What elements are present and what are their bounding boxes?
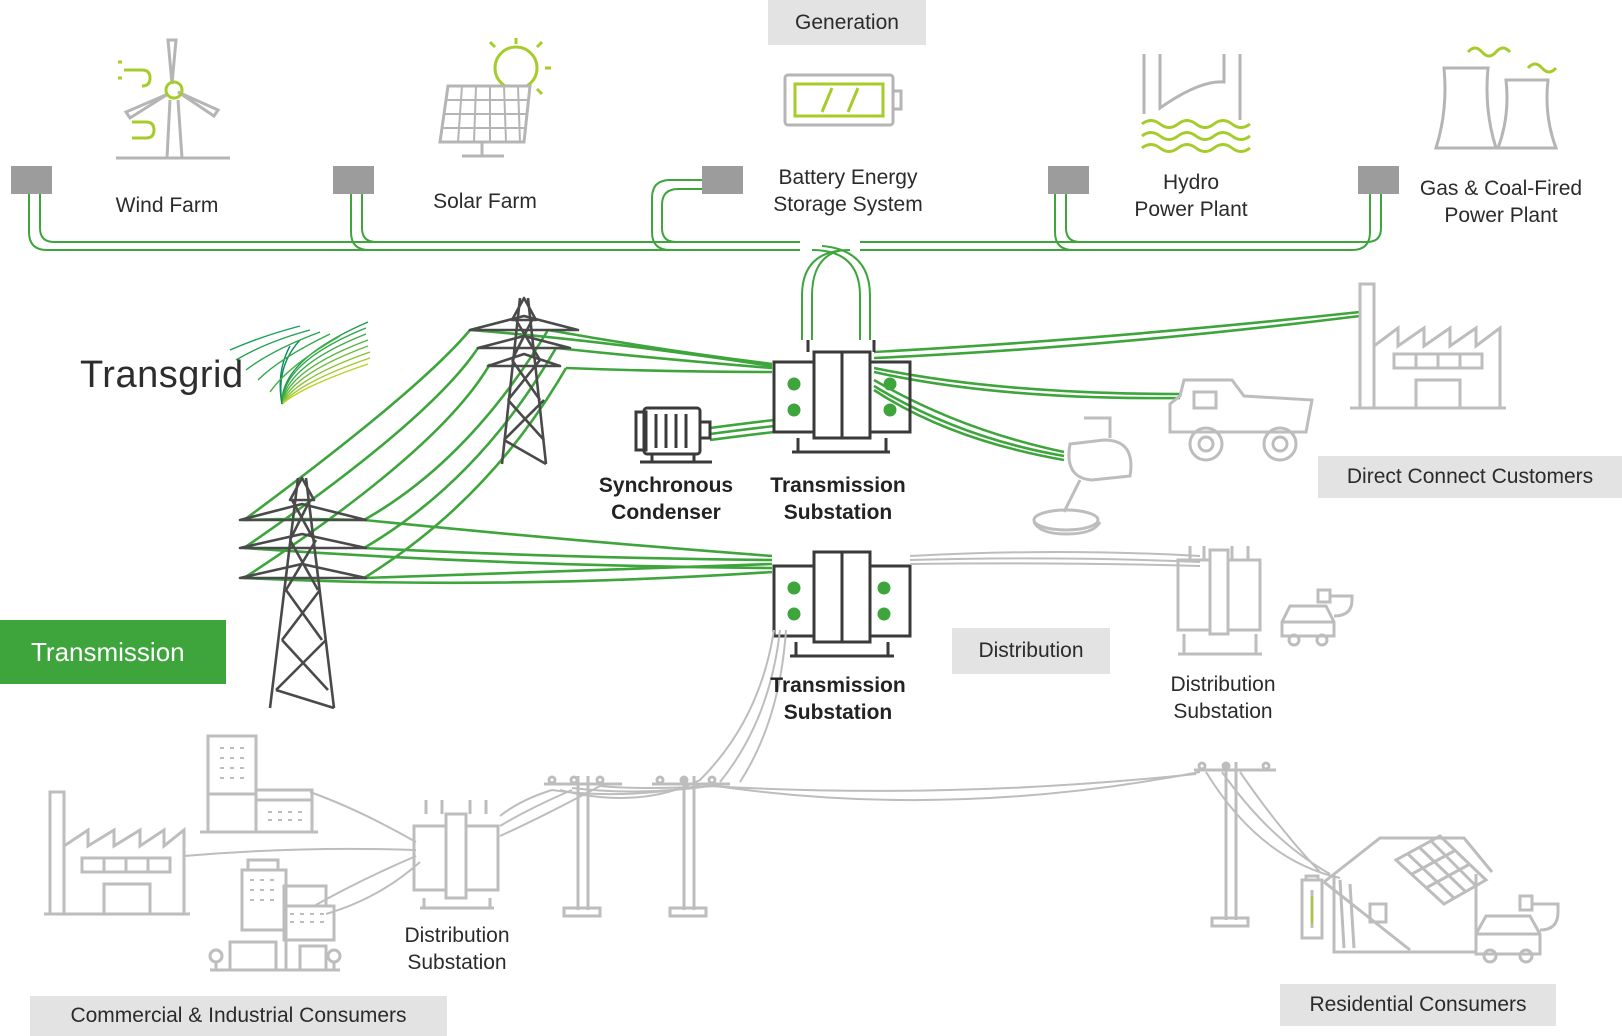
- label-transmission-substation-2: Transmission Substation: [758, 672, 918, 726]
- ev-car-icon: [1474, 894, 1560, 964]
- transgrid-wordmark: Transgrid: [80, 354, 244, 396]
- label-wind-farm: Wind Farm: [115, 194, 219, 217]
- section-transmission: Transmission: [0, 620, 226, 684]
- section-residential: Residential Consumers: [1280, 984, 1556, 1026]
- label-dsub-left-line1: Distribution: [404, 924, 510, 947]
- ev-car-icon: [1280, 588, 1354, 647]
- generation-connection-boxes: [11, 166, 1399, 194]
- transgrid-logo-icon: [229, 321, 371, 405]
- synchronous-condenser-icon: [634, 406, 712, 464]
- label-sub1-line1: Transmission: [770, 474, 906, 497]
- hydro-dam-icon: [1141, 54, 1251, 153]
- label-battery-line2: Storage System: [773, 193, 923, 216]
- transmission-tower-icon: [238, 476, 368, 710]
- label-sub1-line2: Substation: [783, 501, 893, 524]
- label-solar-farm: Solar Farm: [433, 190, 537, 213]
- house-solar-icon: [1300, 834, 1494, 954]
- mining-truck-icon: [1168, 378, 1314, 462]
- office-building-icon: [208, 858, 342, 972]
- label-battery-storage: Battery Energy Storage System: [750, 164, 946, 218]
- utility-pole-icon: [1194, 761, 1276, 928]
- section-commercial-industrial: Commercial & Industrial Consumers: [30, 996, 447, 1036]
- transmission-tower-icon: [468, 296, 580, 466]
- label-hydro-line2: Power Plant: [1134, 198, 1248, 221]
- utility-pole-icon: [652, 775, 730, 918]
- substation-icon: [772, 550, 912, 658]
- substation-icon: [1176, 546, 1262, 656]
- solar-panel-icon: [438, 38, 551, 158]
- distribution-lines: [183, 551, 1341, 915]
- label-battery-line1: Battery Energy: [778, 166, 918, 189]
- factory-icon: [44, 790, 190, 916]
- generation-bus-lines: [28, 179, 1382, 340]
- battery-icon: [783, 73, 903, 127]
- label-gas-line1: Gas & Coal-Fired: [1419, 177, 1583, 200]
- label-sync-line2: Condenser: [611, 501, 721, 524]
- wind-turbine-icon: [116, 38, 230, 160]
- label-sub2-line2: Substation: [783, 701, 893, 724]
- label-sync-line1: Synchronous: [598, 474, 734, 497]
- section-generation: Generation: [768, 0, 926, 45]
- section-direct-connect: Direct Connect Customers: [1318, 456, 1622, 498]
- smelter-icon: [1032, 416, 1133, 536]
- label-distribution-substation-right: Distribution Substation: [1148, 671, 1298, 725]
- factory-icon: [1350, 282, 1506, 410]
- label-dsub-left-line2: Substation: [407, 951, 507, 974]
- substation-icon: [772, 340, 912, 454]
- label-distribution-substation-left: Distribution Substation: [382, 922, 532, 976]
- label-hydro-line1: Hydro: [1162, 171, 1220, 194]
- section-distribution: Distribution: [952, 628, 1110, 674]
- label-transmission-substation-1: Transmission Substation: [758, 472, 918, 526]
- label-sub2-line1: Transmission: [770, 674, 906, 697]
- utility-pole-icon: [544, 775, 622, 918]
- label-gas-coal-power: Gas & Coal-Fired Power Plant: [1406, 175, 1596, 229]
- label-dsub-right-line1: Distribution: [1170, 673, 1276, 696]
- label-gas-line2: Power Plant: [1444, 204, 1558, 227]
- transmission-lines: [243, 310, 1361, 585]
- cooling-tower-icon: [1433, 46, 1559, 150]
- label-synchronous-condenser: Synchronous Condenser: [586, 472, 746, 526]
- label-dsub-right-line2: Substation: [1173, 700, 1273, 723]
- office-building-icon: [200, 734, 318, 834]
- label-hydro-power: Hydro Power Plant: [1116, 169, 1266, 223]
- substation-icon: [412, 800, 500, 910]
